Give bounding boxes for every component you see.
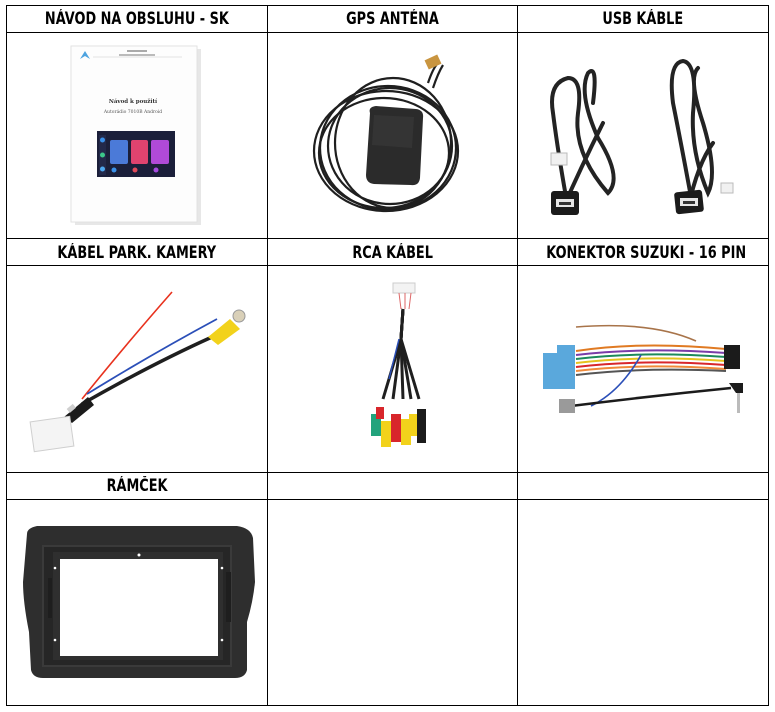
image-cell (517, 265, 769, 473)
image-cell (6, 265, 268, 473)
svg-text:Autorádio 7010B Android: Autorádio 7010B Android (103, 108, 162, 115)
image-cell-empty (517, 498, 769, 707)
image-row (6, 498, 769, 707)
image-cell (6, 498, 268, 707)
item-label-usb: USB KÁBLE (602, 9, 684, 29)
gps-antenna-image (268, 33, 517, 238)
header-cell: GPS ANTÉNA (267, 5, 518, 33)
item-label-gps: GPS ANTÉNA (346, 9, 439, 29)
header-cell: KONEKTOR SUZUKI - 16 PIN (517, 238, 769, 267)
image-row: Návod k použití Autorádio 7010B Android (6, 31, 769, 240)
suzuki-connector-icon (542, 325, 743, 414)
image-row (6, 265, 769, 473)
header-cell: KÁBEL PARK. KAMERY (6, 238, 268, 267)
camera-cable-icon (29, 291, 246, 453)
header-cell: USB KÁBLE (517, 5, 769, 33)
accessories-table: NÁVOD NA OBSLUHU - SK GPS ANTÉNA USB KÁB… (6, 5, 769, 707)
image-cell (517, 31, 769, 240)
svg-text:Návod k použití: Návod k použití (109, 98, 158, 105)
usb-cables-image (518, 33, 768, 238)
dash-frame-icon (22, 526, 255, 679)
item-label-rca: RCA KÁBEL (352, 242, 433, 262)
header-cell-empty (517, 471, 769, 500)
item-label-suzuki-connector: KONEKTOR SUZUKI - 16 PIN (546, 242, 747, 262)
dash-frame-image (7, 500, 267, 705)
manual-booklet-icon: Návod k použití Autorádio 7010B Android (70, 45, 201, 226)
header-cell-empty (267, 471, 518, 500)
item-label-manual: NÁVOD NA OBSLUHU - SK (45, 9, 229, 29)
usb-cables-icon (550, 59, 734, 216)
item-label-camera-cable: KÁBEL PARK. KAMERY (57, 242, 217, 262)
camera-cable-image (7, 266, 267, 471)
rca-cable-image (268, 266, 517, 471)
image-cell (267, 31, 518, 240)
header-row: NÁVOD NA OBSLUHU - SK GPS ANTÉNA USB KÁB… (6, 5, 769, 33)
image-cell (267, 265, 518, 473)
header-row: RÁMČEK (6, 471, 769, 500)
header-cell: RÁMČEK (6, 471, 268, 500)
gps-antenna-icon (312, 54, 459, 213)
image-cell: Návod k použití Autorádio 7010B Android (6, 31, 268, 240)
header-row: KÁBEL PARK. KAMERY RCA KÁBEL KONEKTOR SU… (6, 238, 769, 267)
header-cell: RCA KÁBEL (267, 238, 518, 267)
rca-cable-icon (370, 282, 426, 447)
manual-image: Návod k použití Autorádio 7010B Android (7, 33, 267, 238)
image-cell-empty (267, 498, 518, 707)
header-cell: NÁVOD NA OBSLUHU - SK (6, 5, 268, 33)
suzuki-connector-image (518, 266, 768, 471)
item-label-frame: RÁMČEK (106, 476, 168, 496)
